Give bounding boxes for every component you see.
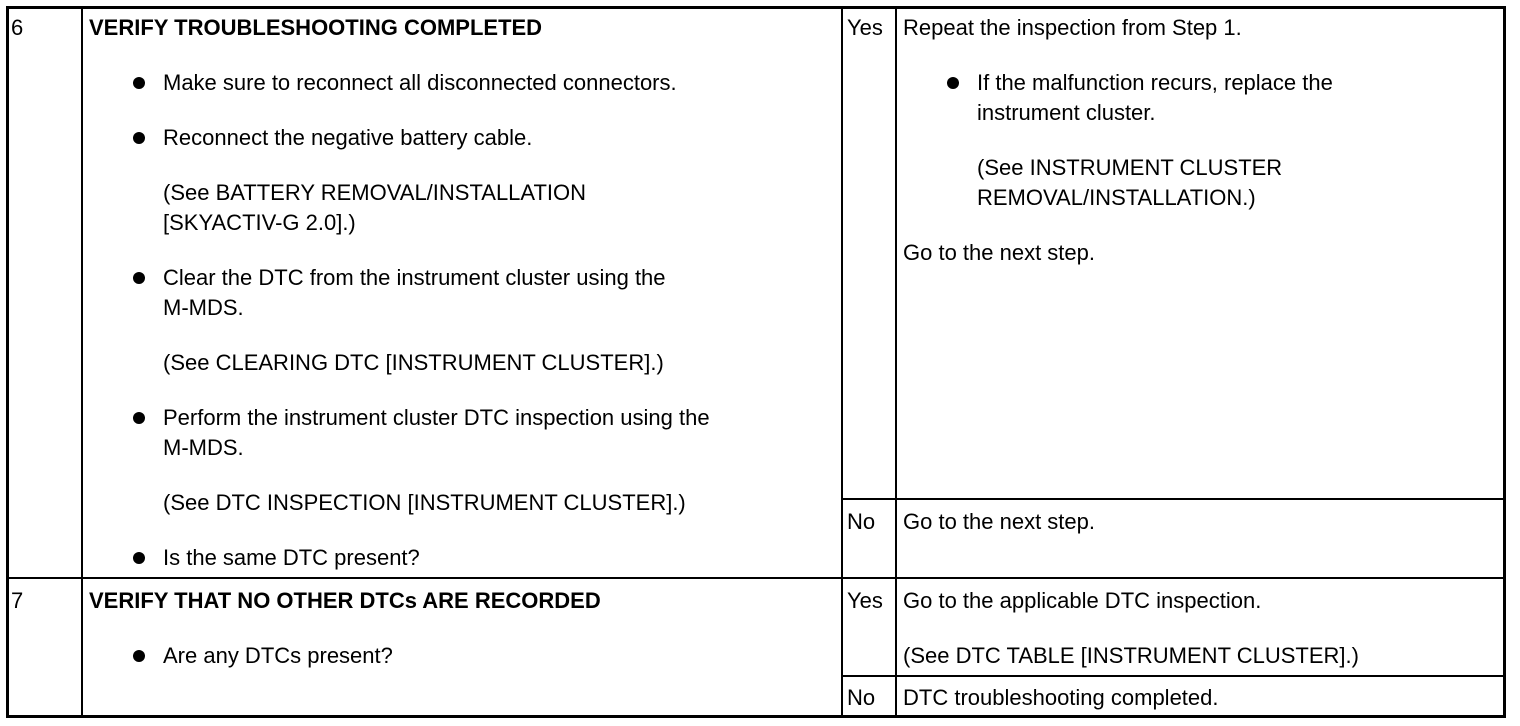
step-number: 7: [11, 588, 24, 613]
action-question: Is the same DTC present?: [163, 545, 420, 570]
no-label: No: [847, 685, 876, 710]
row-sep-6-7: [6, 577, 1506, 579]
frame-right: [1503, 6, 1506, 718]
bullet-dot: [133, 552, 145, 564]
yes-label: Yes: [847, 588, 883, 613]
bullet-dot: [133, 650, 145, 662]
yes-result: instrument cluster.: [977, 100, 1156, 125]
bullet-dot: [133, 412, 145, 424]
reference-text: (See DTC TABLE [INSTRUMENT CLUSTER].): [903, 643, 1359, 668]
frame-left: [6, 6, 9, 718]
no-result: DTC troubleshooting completed.: [903, 685, 1219, 710]
bullet-dot: [133, 272, 145, 284]
col-sep-step: [81, 6, 83, 718]
frame-top: [6, 6, 1506, 9]
action-text: Make sure to reconnect all disconnected …: [163, 70, 677, 95]
action-text: Perform the instrument cluster DTC inspe…: [163, 405, 710, 430]
col-sep-action: [841, 6, 843, 718]
action-text: M-MDS.: [163, 435, 244, 460]
bullet-dot: [133, 132, 145, 144]
action-text: M-MDS.: [163, 295, 244, 320]
step-title: VERIFY THAT NO OTHER DTCs ARE RECORDED: [89, 588, 601, 613]
step-title: VERIFY TROUBLESHOOTING COMPLETED: [89, 15, 543, 40]
yes-result: If the malfunction recurs, replace the: [977, 70, 1333, 95]
yes-result: Go to the next step.: [903, 240, 1096, 265]
yes-result: Go to the applicable DTC inspection.: [903, 588, 1262, 613]
reference-text: (See BATTERY REMOVAL/INSTALLATION: [163, 180, 587, 205]
no-label: No: [847, 509, 876, 534]
reference-text: (See CLEARING DTC [INSTRUMENT CLUSTER].): [163, 350, 664, 375]
action-text: Reconnect the negative battery cable.: [163, 125, 533, 150]
bullet-dot: [133, 77, 145, 89]
reference-text: (See DTC INSPECTION [INSTRUMENT CLUSTER]…: [163, 490, 686, 515]
reference-text: REMOVAL/INSTALLATION.): [977, 185, 1256, 210]
row6-yes-no-sep: [841, 498, 1506, 500]
action-text: Clear the DTC from the instrument cluste…: [163, 265, 666, 290]
action-question: Are any DTCs present?: [163, 643, 393, 668]
yes-label: Yes: [847, 15, 883, 40]
step-number: 6: [11, 15, 24, 40]
row7-yes-no-sep: [841, 675, 1506, 677]
yes-result: Repeat the inspection from Step 1.: [903, 15, 1242, 40]
frame-bottom: [6, 715, 1506, 718]
reference-text: (See INSTRUMENT CLUSTER: [977, 155, 1283, 180]
col-sep-answer: [895, 6, 897, 718]
reference-text: [SKYACTIV-G 2.0].): [163, 210, 356, 235]
bullet-dot: [947, 77, 959, 89]
no-result: Go to the next step.: [903, 509, 1096, 534]
